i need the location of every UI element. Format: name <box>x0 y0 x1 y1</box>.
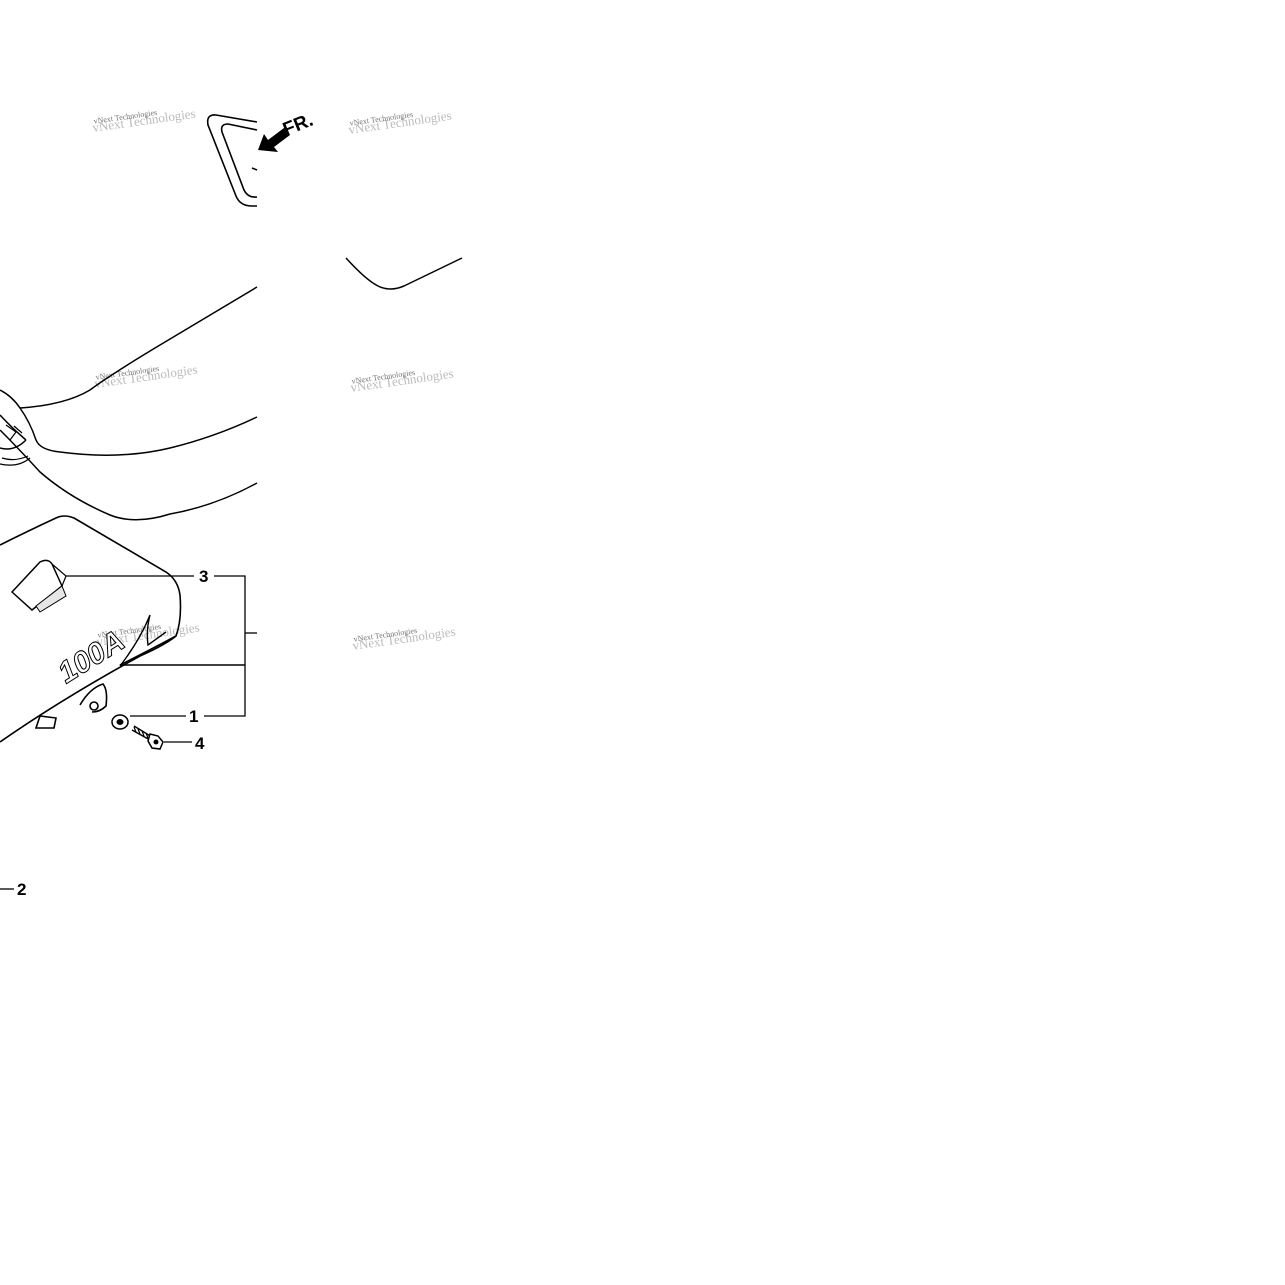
part-3-decal <box>10 559 67 613</box>
watermark: vNext Technologies vNext Technologies <box>349 366 454 395</box>
watermark: vNext Technologies vNext Technologies <box>347 108 452 137</box>
callout-3: 3 <box>199 567 208 586</box>
callout-2: 2 <box>17 880 26 899</box>
part-1-washer <box>111 714 129 730</box>
arrow-icon <box>258 128 290 152</box>
callout-1: 1 <box>189 707 198 726</box>
front-label: FR. <box>280 110 316 141</box>
watermark: vNext Technologies vNext Technologies <box>91 106 196 135</box>
grab-rail <box>206 114 258 207</box>
seat-cushion <box>0 257 463 521</box>
svg-text:100A: 100A <box>52 624 130 690</box>
watermark: vNext Technologies vNext Technologies <box>351 624 456 653</box>
watermarks: vNext Technologies vNext Technologies vN… <box>91 106 456 653</box>
front-direction-arrow: FR. <box>258 110 316 152</box>
callouts: 3 1 4 2 <box>17 567 208 899</box>
watermark: vNext Technologies vNext Technologies <box>93 362 198 391</box>
callout-4: 4 <box>195 734 205 753</box>
leader-lines <box>0 575 257 890</box>
part-4-bolt <box>131 725 164 750</box>
